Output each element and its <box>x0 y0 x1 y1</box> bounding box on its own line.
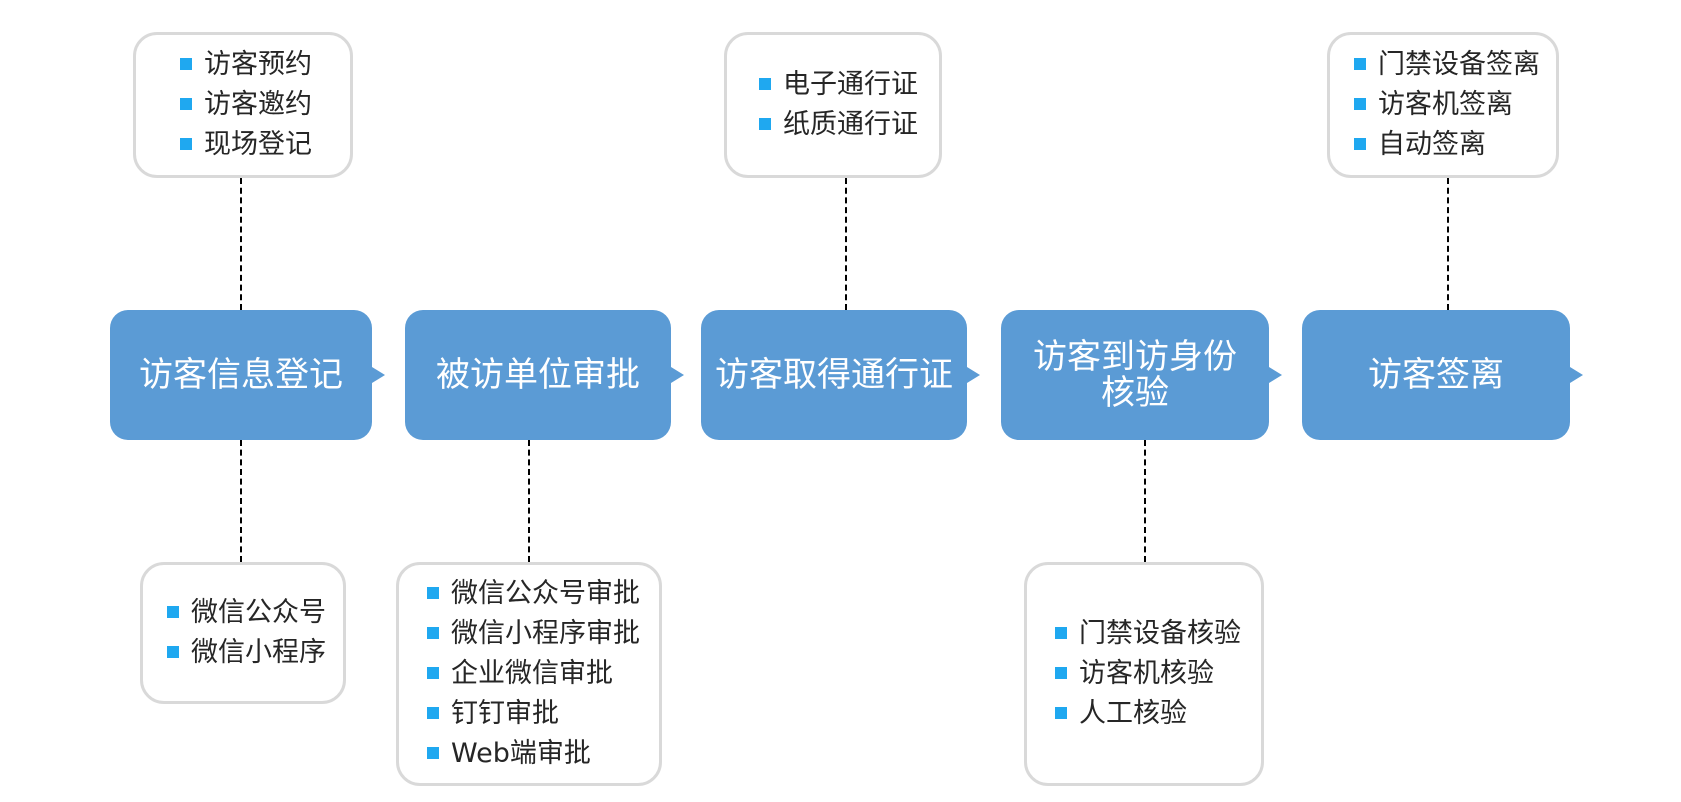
step-visitor-registration: 访客信息登记 <box>110 310 385 440</box>
connector-line <box>240 440 242 562</box>
list-item: 人工核验 <box>1055 694 1261 734</box>
list-item: 纸质通行证 <box>759 105 939 145</box>
bullet-icon <box>427 706 439 719</box>
list-item: 钉钉审批 <box>427 694 659 734</box>
list-item: Web端审批 <box>427 734 659 774</box>
bullet-icon <box>1354 97 1366 110</box>
step-obtain-pass: 访客取得通行证 <box>701 310 980 440</box>
connector-line <box>1447 178 1449 310</box>
list-item: 微信公众号审批 <box>427 574 659 614</box>
list-item: 现场登记 <box>180 125 350 165</box>
list-item: 电子通行证 <box>759 65 939 105</box>
bullet-icon <box>759 77 771 90</box>
list-item: 微信公众号 <box>167 593 343 633</box>
bullet-icon <box>427 626 439 639</box>
step-identity-verification: 访客到访身份核验 <box>1001 310 1282 440</box>
list-item: 微信小程序审批 <box>427 614 659 654</box>
note-signout-methods: 门禁设备签离 访客机签离 自动签离 <box>1327 32 1559 178</box>
bullet-icon <box>427 666 439 679</box>
bullet-icon <box>1354 137 1366 150</box>
list-item: 自动签离 <box>1354 125 1556 165</box>
list-item: 访客机签离 <box>1354 85 1556 125</box>
bullet-icon <box>1055 706 1067 719</box>
step-label: 访客信息登记 <box>139 355 343 395</box>
bullet-icon <box>427 586 439 599</box>
note-verification-methods: 门禁设备核验 访客机核验 人工核验 <box>1024 562 1264 786</box>
connector-line <box>240 178 242 310</box>
bullet-icon <box>167 605 179 618</box>
note-approval-channels: 微信公众号审批 微信小程序审批 企业微信审批 钉钉审批 Web端审批 <box>396 562 662 786</box>
bullet-icon <box>180 97 192 110</box>
bullet-icon <box>180 57 192 70</box>
bullet-icon <box>1055 626 1067 639</box>
note-registration-methods: 访客预约 访客邀约 现场登记 <box>133 32 353 178</box>
bullet-icon <box>180 137 192 150</box>
step-label: 访客签离 <box>1368 355 1504 395</box>
connector-line <box>528 440 530 562</box>
note-registration-channels: 微信公众号 微信小程序 <box>140 562 346 704</box>
list-item: 企业微信审批 <box>427 654 659 694</box>
step-label: 访客到访身份核验 <box>1033 337 1237 413</box>
bullet-icon <box>1055 666 1067 679</box>
list-item: 访客邀约 <box>180 85 350 125</box>
connector-line <box>845 178 847 310</box>
list-item: 门禁设备签离 <box>1354 45 1556 85</box>
bullet-icon <box>759 117 771 130</box>
step-label: 被访单位审批 <box>436 355 640 395</box>
bullet-icon <box>427 746 439 759</box>
note-pass-types: 电子通行证 纸质通行证 <box>724 32 942 178</box>
step-host-approval: 被访单位审批 <box>405 310 684 440</box>
bullet-icon <box>1354 57 1366 70</box>
list-item: 门禁设备核验 <box>1055 614 1261 654</box>
step-label: 访客取得通行证 <box>715 355 953 395</box>
bullet-icon <box>167 645 179 658</box>
list-item: 微信小程序 <box>167 633 343 673</box>
step-visitor-signout: 访客签离 <box>1302 310 1583 440</box>
connector-line <box>1144 440 1146 562</box>
list-item: 访客预约 <box>180 45 350 85</box>
list-item: 访客机核验 <box>1055 654 1261 694</box>
